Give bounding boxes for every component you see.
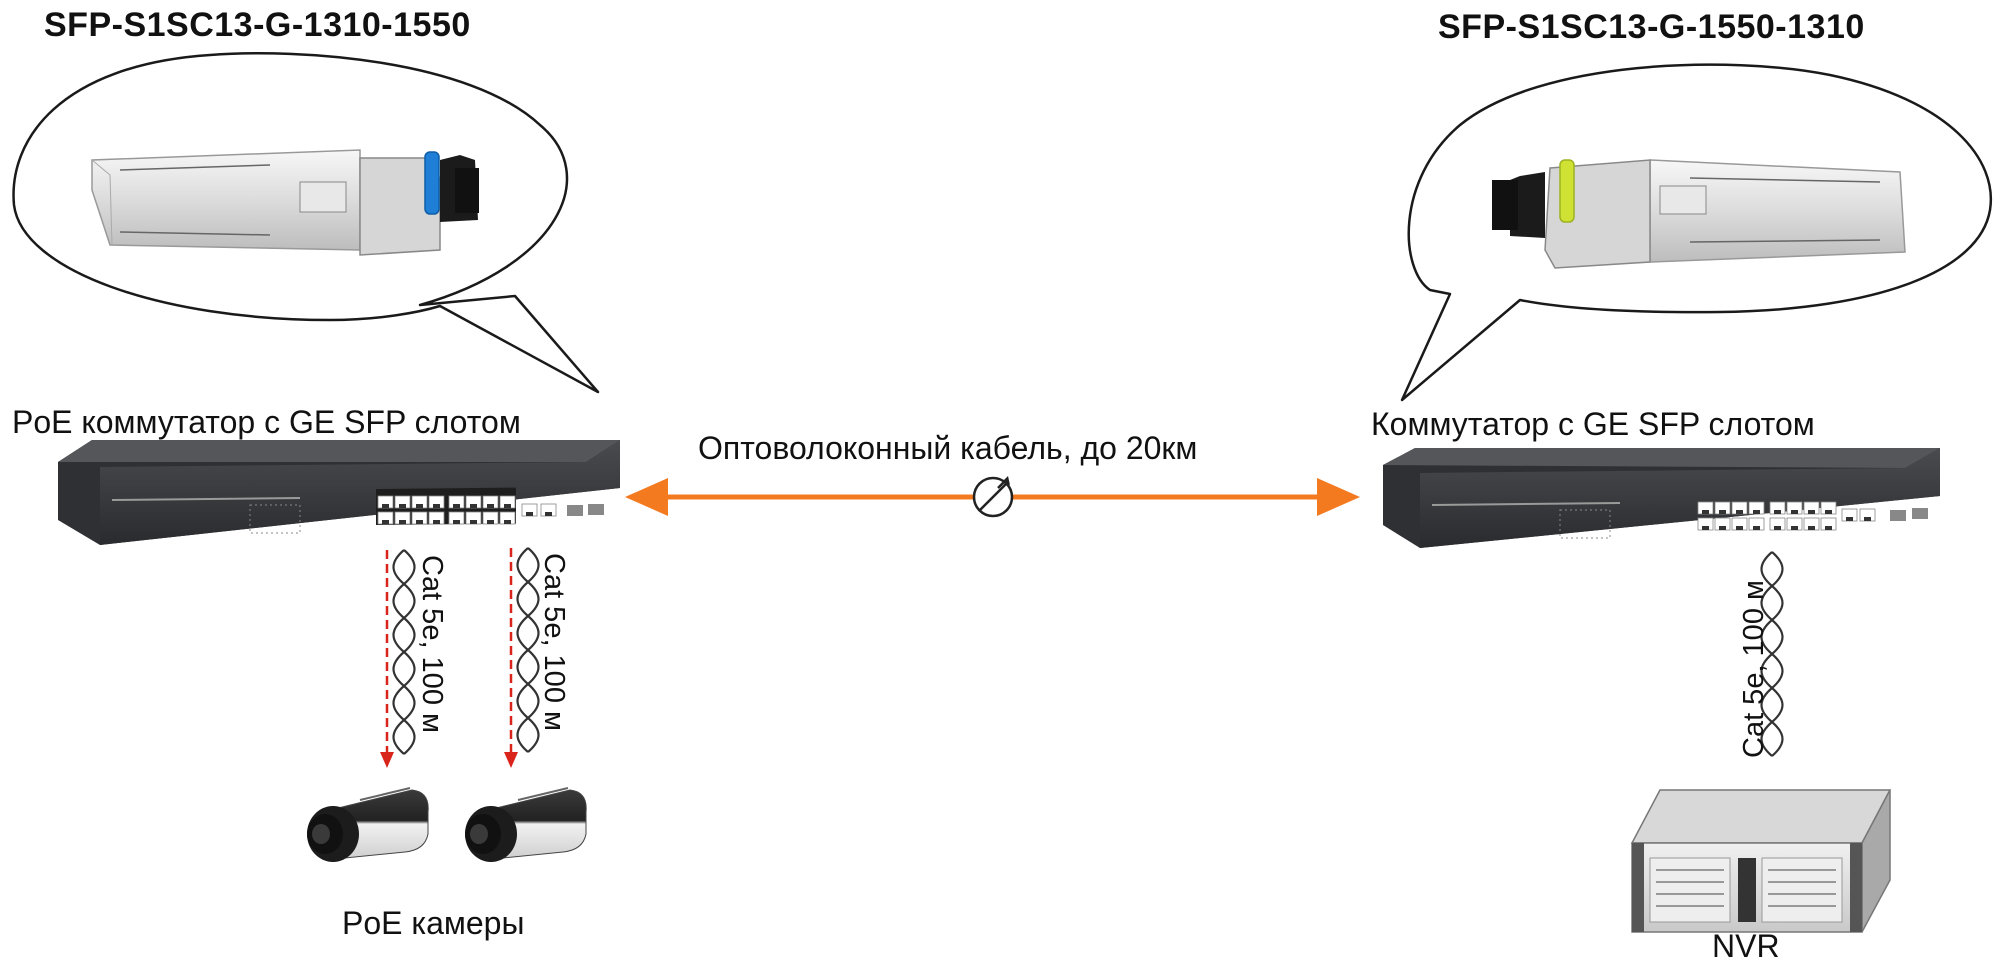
left-cable-2-label: Cat 5e, 100 м — [538, 553, 570, 731]
nvr-label: NVR — [1712, 928, 1780, 964]
left-cable-1 — [380, 548, 416, 768]
network-switch-icon — [1383, 448, 1940, 548]
right-cable-label: Cat 5e, 100 м — [1738, 580, 1770, 758]
sfp-module-icon — [91, 149, 479, 256]
rack-server-icon — [1630, 789, 1892, 933]
right-switch-label: Коммутатор с GE SFP слотом — [1371, 406, 1815, 442]
nvr-device — [1630, 789, 1892, 933]
left-switch — [58, 440, 620, 545]
poe-camera-1 — [307, 787, 429, 862]
poe-cameras-label: PoE камеры — [342, 905, 525, 941]
right-sfp-bubble — [1400, 63, 1993, 402]
right-sfp-model-title: SFP-S1SC13-G-1550-1310 — [1438, 8, 1865, 46]
left-sfp-bubble — [12, 51, 600, 394]
poe-camera-2 — [465, 787, 587, 862]
network-switch-icon — [58, 440, 620, 545]
bullet-camera-icon — [465, 787, 587, 862]
left-cable-2 — [504, 546, 540, 768]
left-cable-1-label: Cat 5e, 100 м — [416, 555, 448, 733]
left-switch-label: PoE коммутатор с GE SFP слотом — [12, 404, 521, 440]
bullet-camera-icon — [307, 787, 429, 862]
sfp-module-icon — [1492, 159, 1906, 269]
fiber-link-arrow — [625, 476, 1360, 518]
fiber-connector-icon — [972, 476, 1014, 518]
right-switch — [1383, 448, 1940, 548]
left-sfp-model-title: SFP-S1SC13-G-1310-1550 — [44, 6, 471, 44]
fiber-link-label: Оптоволоконный кабель, до 20км — [698, 430, 1198, 466]
